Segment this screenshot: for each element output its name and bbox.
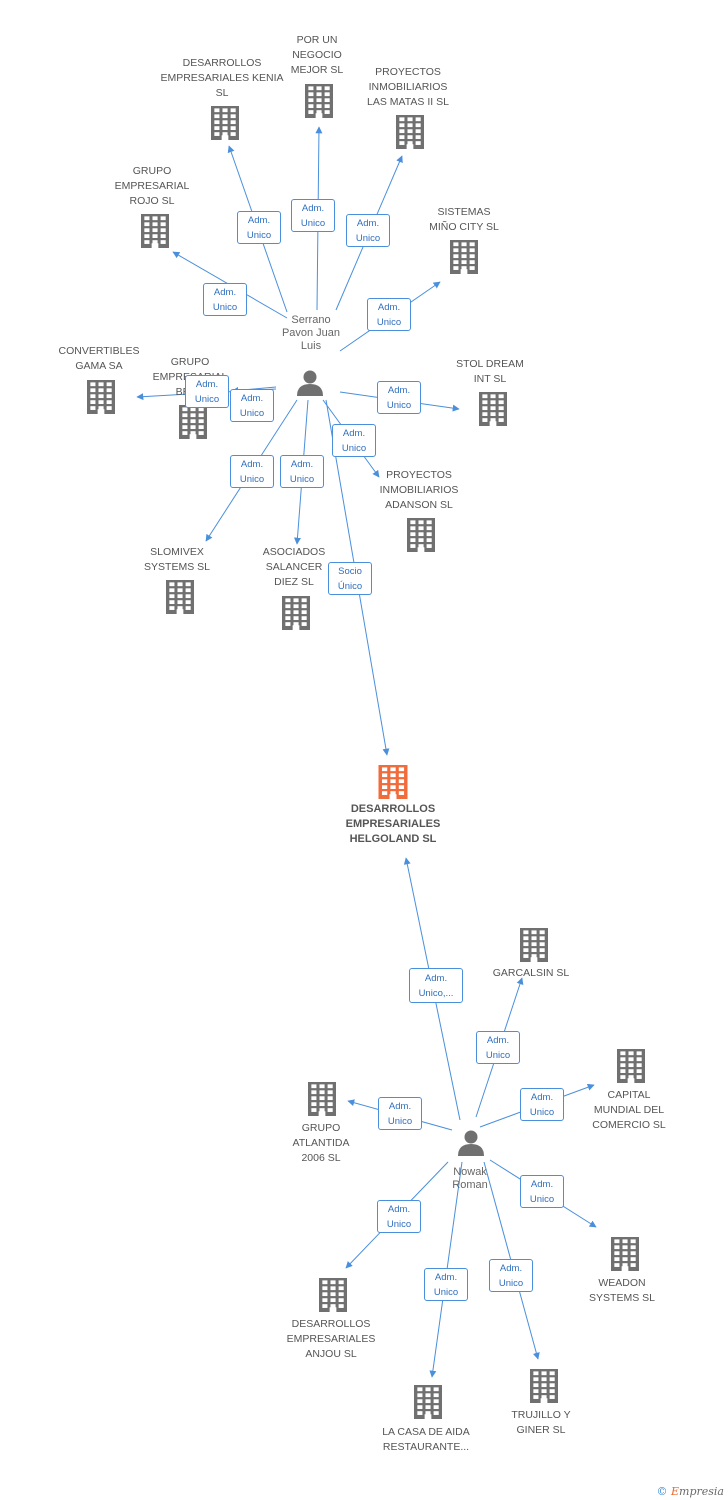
relation-box: Adm. Unico <box>280 455 324 488</box>
relation-box: Socio Único <box>328 562 372 595</box>
company-label-adanson[interactable]: PROYECTOS INMOBILIARIOS ADANSON SL <box>379 469 459 511</box>
building-icon[interactable] <box>414 1385 442 1419</box>
building-icon[interactable] <box>282 596 310 630</box>
company-label-rojo[interactable]: GRUPO EMPRESARIAL ROJO SL <box>114 165 190 207</box>
building-icon[interactable] <box>211 106 239 140</box>
building-icon[interactable] <box>611 1237 639 1271</box>
copyright-icon: © <box>656 1485 668 1498</box>
relation-box: Adm. Unico <box>237 211 281 244</box>
company-label-trujillo[interactable]: TRUJILLO Y GINER SL <box>511 1409 571 1436</box>
company-label-kenia[interactable]: DESARROLLOS EMPRESARIALES KENIA SL <box>160 57 284 99</box>
building-icon[interactable] <box>179 405 207 439</box>
relation-box: Adm. Unico <box>377 1200 421 1233</box>
relation-box: Adm. Unico <box>230 389 274 422</box>
building-icon[interactable] <box>378 765 408 799</box>
relation-box: Adm. Unico <box>367 298 411 331</box>
person-icon[interactable] <box>297 370 323 397</box>
company-label-convertibles[interactable]: CONVERTIBLES GAMA SA <box>58 345 140 372</box>
person-label-serrano[interactable]: Serrano Pavon Juan Luis <box>281 314 341 352</box>
company-label-helgoland[interactable]: DESARROLLOS EMPRESARIALES HELGOLAND SL <box>345 803 441 845</box>
building-icon[interactable] <box>396 115 424 149</box>
relation-box: Adm. Unico <box>378 1097 422 1130</box>
brand-initial: E <box>671 1485 680 1498</box>
building-icon[interactable] <box>166 580 194 614</box>
company-label-salancer[interactable]: ASOCIADOS SALANCER DIEZ SL <box>262 546 326 588</box>
relation-box: Adm. Unico <box>476 1031 520 1064</box>
person-icon[interactable] <box>458 1130 484 1157</box>
building-icon[interactable] <box>617 1049 645 1083</box>
company-label-capital[interactable]: CAPITAL MUNDIAL DEL COMERCIO SL <box>592 1089 666 1131</box>
building-icon[interactable] <box>319 1278 347 1312</box>
relation-box: Adm. Unico <box>332 424 376 457</box>
building-icon[interactable] <box>141 214 169 248</box>
building-icon[interactable] <box>305 84 333 118</box>
brand-name: mpresia <box>679 1485 724 1498</box>
relation-box: Adm. Unico <box>520 1088 564 1121</box>
relation-box: Adm. Unico <box>346 214 390 247</box>
building-icon[interactable] <box>450 240 478 274</box>
relation-box: Adm. Unico <box>185 375 229 408</box>
relation-box: Adm. Unico <box>230 455 274 488</box>
company-label-mino[interactable]: SISTEMAS MIÑO CITY SL <box>429 206 499 233</box>
company-label-lacasa[interactable]: LA CASA DE AIDA RESTAURANTE... <box>382 1426 470 1453</box>
relation-box: Adm. Unico <box>520 1175 564 1208</box>
relation-box: Adm. Unico <box>424 1268 468 1301</box>
company-label-stol[interactable]: STOL DREAM INT SL <box>456 358 524 385</box>
building-icon[interactable] <box>87 380 115 414</box>
relation-box: Adm. Unico,... <box>409 968 463 1003</box>
building-icon[interactable] <box>407 518 435 552</box>
relation-box: Adm. Unico <box>203 283 247 316</box>
building-icon[interactable] <box>308 1082 336 1116</box>
relation-box: Adm. Unico <box>377 381 421 414</box>
company-label-atlantida[interactable]: GRUPO ATLANTIDA 2006 SL <box>292 1122 350 1164</box>
building-icon[interactable] <box>520 928 548 962</box>
building-icon[interactable] <box>479 392 507 426</box>
building-icon[interactable] <box>530 1369 558 1403</box>
company-label-weadon[interactable]: WEADON SYSTEMS SL <box>589 1277 655 1304</box>
company-label-slomivex[interactable]: SLOMIVEX SYSTEMS SL <box>144 546 210 573</box>
person-label-nowak[interactable]: Nowak Roman <box>452 1166 488 1191</box>
company-label-anjou[interactable]: DESARROLLOS EMPRESARIALES ANJOU SL <box>286 1318 376 1360</box>
company-label-garcalsin[interactable]: GARCALSIN SL <box>492 967 570 979</box>
relation-box: Adm. Unico <box>489 1259 533 1292</box>
company-label-matas[interactable]: PROYECTOS INMOBILIARIOS LAS MATAS II SL <box>367 66 449 108</box>
company-label-porun[interactable]: POR UN NEGOCIO MEJOR SL <box>290 34 344 76</box>
empresia-logo[interactable]: © Empresia <box>657 1485 725 1498</box>
relation-box: Adm. Unico <box>291 199 335 232</box>
